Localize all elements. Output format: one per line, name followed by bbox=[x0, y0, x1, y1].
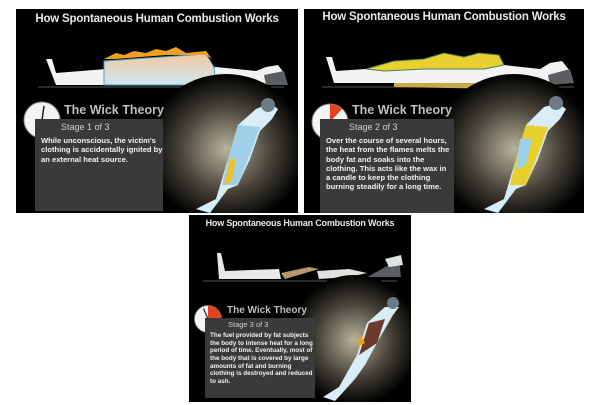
stage-label: Stage 1 of 3 bbox=[61, 122, 110, 132]
body-side-view-illustration bbox=[38, 47, 298, 213]
infographic-panel-stage-2: How Spontaneous Human Combustion Works T… bbox=[304, 9, 584, 213]
stage-description: The fuel provided by fat subjects the bo… bbox=[210, 332, 313, 386]
section-heading: The Wick Theory bbox=[227, 305, 307, 316]
section-heading: The Wick Theory bbox=[64, 103, 164, 117]
body-side-view-illustration bbox=[203, 253, 411, 402]
panel-title: How Spontaneous Human Combustion Works bbox=[205, 218, 395, 228]
section-heading: The Wick Theory bbox=[352, 103, 452, 117]
infographic-panel-stage-1: How Spontaneous Human Combustion Works T… bbox=[16, 9, 298, 213]
stage-label: Stage 3 of 3 bbox=[228, 320, 269, 329]
panel-title: How Spontaneous Human Combustion Works bbox=[322, 11, 566, 23]
text-box bbox=[205, 318, 315, 398]
stage-description: While unconscious, the victim's clothing… bbox=[41, 136, 163, 164]
text-box bbox=[35, 119, 163, 211]
stage-description: Over the course of several hours, the he… bbox=[326, 136, 450, 192]
infographic-panel-stage-3: How Spontaneous Human Combustion Works T… bbox=[189, 215, 411, 402]
panel-title: How Spontaneous Human Combustion Works bbox=[35, 13, 279, 25]
stage-label: Stage 2 of 3 bbox=[349, 122, 398, 132]
body-side-view-illustration bbox=[322, 52, 584, 213]
text-box bbox=[320, 119, 454, 213]
